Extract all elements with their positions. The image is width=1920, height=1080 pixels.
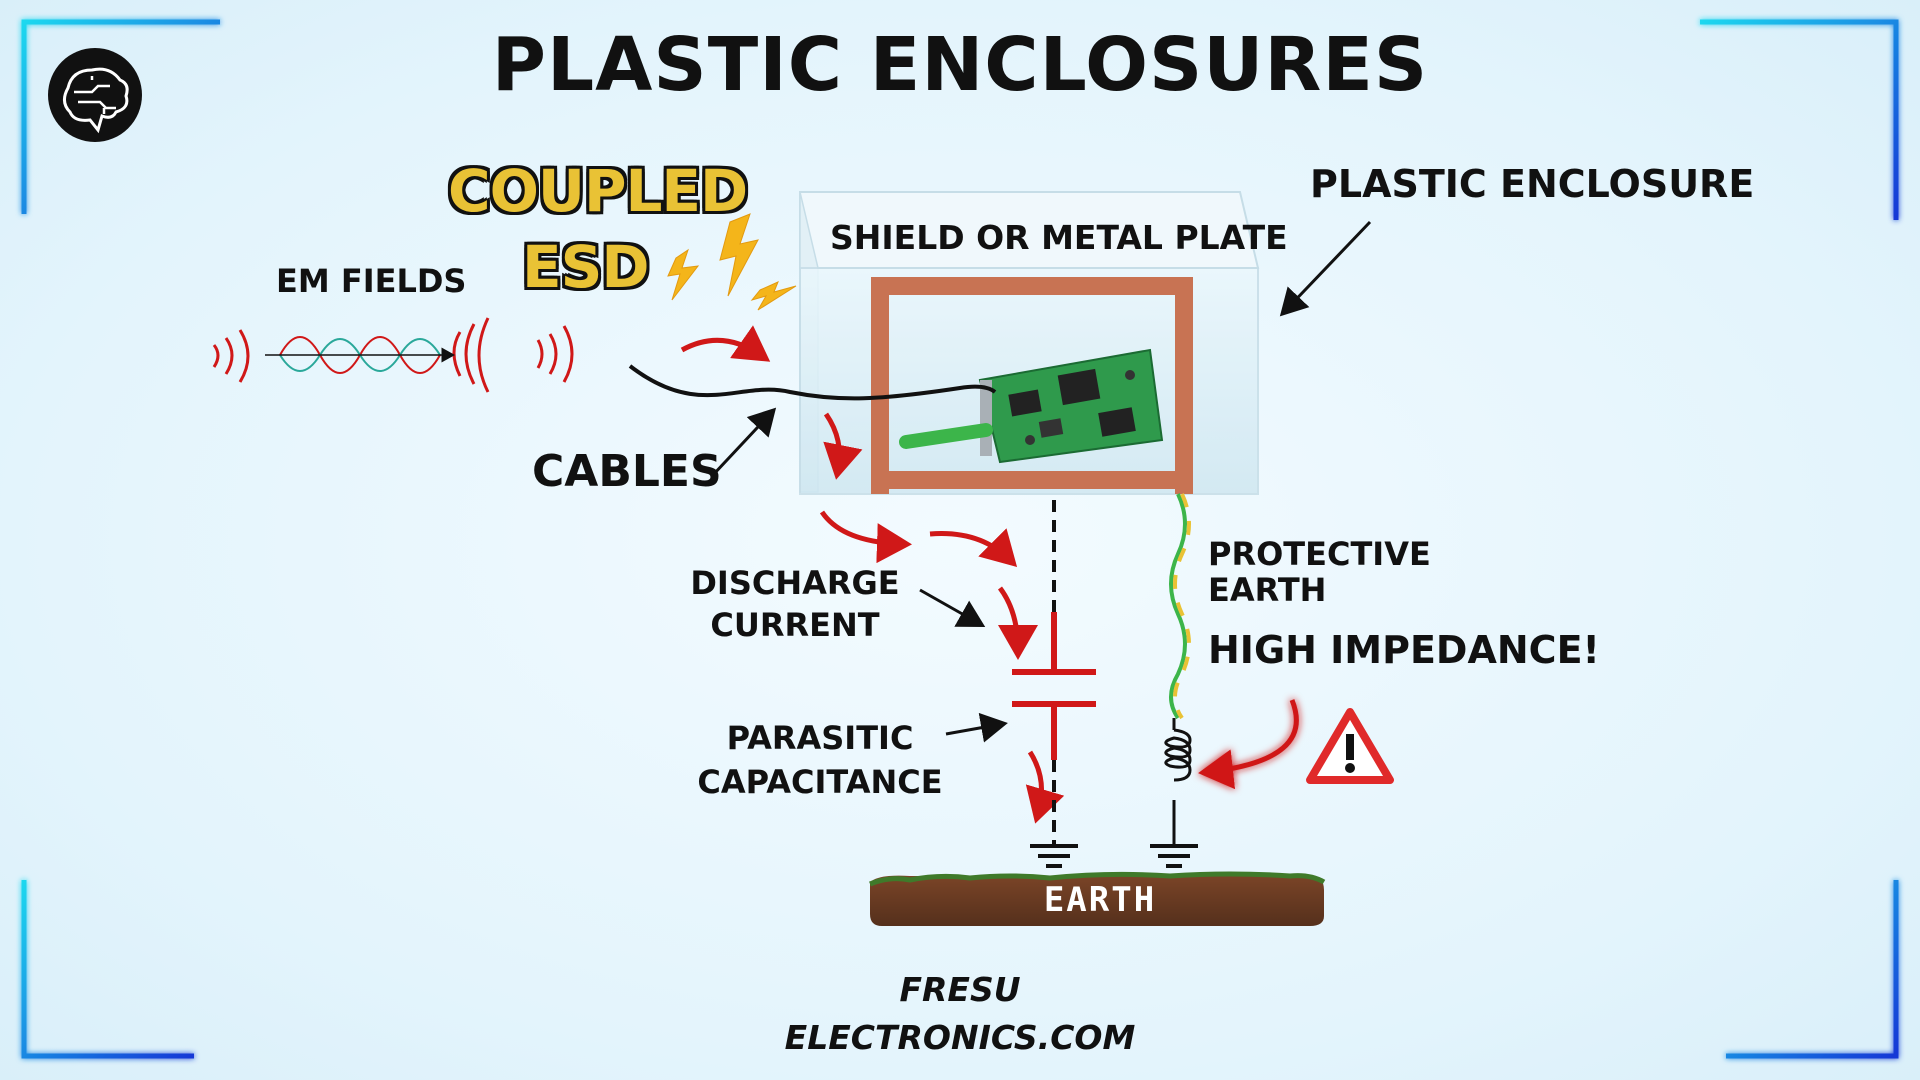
high-impedance-arrow (1198, 699, 1299, 790)
lightning-bolt-icon (667, 213, 797, 311)
discharge-pointer (919, 588, 986, 627)
em-fields-label: EM FIELDS (276, 262, 467, 300)
footer-line2: ELECTRONICS.COM (784, 1018, 1136, 1057)
cable (628, 364, 997, 401)
ground-symbol-icon (1030, 844, 1198, 868)
discharge-current-label: DISCHARGE CURRENT (680, 562, 910, 646)
capacitor-branch (1012, 500, 1096, 846)
parasitic-capacitance-line2: CAPACITANCE (697, 763, 943, 801)
coupled-esd-label-line1: COUPLED (448, 157, 748, 225)
cables-pointer (710, 407, 777, 478)
high-impedance-label: HIGH IMPEDANCE! (1208, 628, 1600, 672)
pcb-board (978, 348, 1164, 464)
discharge-current-arrows (819, 510, 1065, 824)
em-fields-wave (265, 336, 455, 374)
green-cable (899, 423, 993, 449)
shield-metal-plate (871, 277, 1193, 494)
earth-soil-block (869, 871, 1326, 926)
brain-circuit-icon (48, 48, 142, 142)
em-wave-icon (212, 317, 574, 393)
protective-earth-label: PROTECTIVE EARTH (1208, 536, 1431, 608)
protective-earth-line2: EARTH (1208, 571, 1327, 609)
corner-frame (21, 19, 1899, 1059)
parasitic-capacitance-label: PARASITIC CAPACITANCE (690, 716, 950, 804)
footer-line1: FRESU (899, 970, 1021, 1009)
shield-label: SHIELD OR METAL PLATE (830, 218, 1288, 257)
coupling-arrow-down (823, 412, 863, 480)
discharge-current-line2: CURRENT (710, 606, 880, 644)
parasitic-pointer (945, 712, 1008, 743)
discharge-current-line1: DISCHARGE (690, 564, 900, 602)
protective-earth-line1: PROTECTIVE (1208, 535, 1431, 573)
inductor (1164, 718, 1192, 846)
earth-label: EARTH (1043, 880, 1157, 920)
warning-triangle-icon (1306, 708, 1394, 784)
coupling-arrow (680, 325, 771, 362)
parasitic-capacitance-line1: PARASITIC (726, 719, 914, 757)
coupled-esd-label-line2: ESD (522, 233, 650, 301)
plastic-enclosure-pointer (1279, 220, 1372, 317)
cables-label: CABLES (532, 446, 722, 497)
plastic-enclosure-label: PLASTIC ENCLOSURE (1310, 162, 1755, 206)
page-title: PLASTIC ENCLOSURES (491, 22, 1429, 108)
protective-earth-wire (1169, 493, 1191, 720)
